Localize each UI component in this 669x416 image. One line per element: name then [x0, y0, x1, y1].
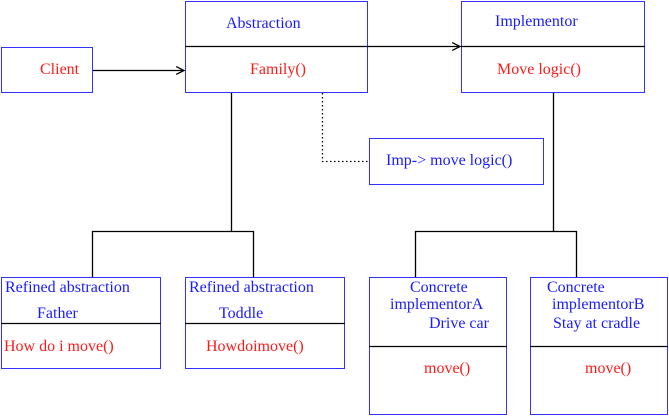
- client-label: Client: [40, 61, 80, 78]
- refined-toddle-name: Refined abstraction: [189, 279, 314, 296]
- client-box: [1, 47, 93, 93]
- concrete-b-line1: Concrete: [547, 279, 605, 296]
- concrete-b-method: move(): [585, 360, 632, 377]
- note-text: Imp-> move logic(): [386, 152, 513, 169]
- note-box: [369, 138, 544, 185]
- implementor-name: Implementor: [495, 13, 578, 30]
- refined-father-name: Refined abstraction: [5, 279, 130, 296]
- abstraction-inheritance-lines: [91, 93, 255, 277]
- concrete-a-line3: Drive car: [429, 315, 489, 332]
- refined-toddle-method: Howdoimove(): [206, 338, 304, 355]
- concrete-a-line1: Concrete: [410, 279, 468, 296]
- abstraction-name: Abstraction: [226, 15, 301, 32]
- refined-toddle-sub: Toddle: [219, 305, 264, 322]
- concrete-b-line2: implementorB: [552, 296, 645, 313]
- concrete-a-method: move(): [424, 360, 471, 377]
- concrete-b-line3: Stay at cradle: [553, 315, 641, 332]
- implementor-method: Move logic(): [497, 61, 581, 78]
- refined-father-sub: Father: [37, 305, 78, 322]
- abstraction-method: Family(): [250, 61, 306, 78]
- refined-father-method: How do i move(): [4, 338, 114, 355]
- concrete-a-line2: implementorA: [390, 296, 484, 313]
- implementor-inheritance-lines: [414, 93, 578, 277]
- note-dotted-connector: [321, 93, 369, 163]
